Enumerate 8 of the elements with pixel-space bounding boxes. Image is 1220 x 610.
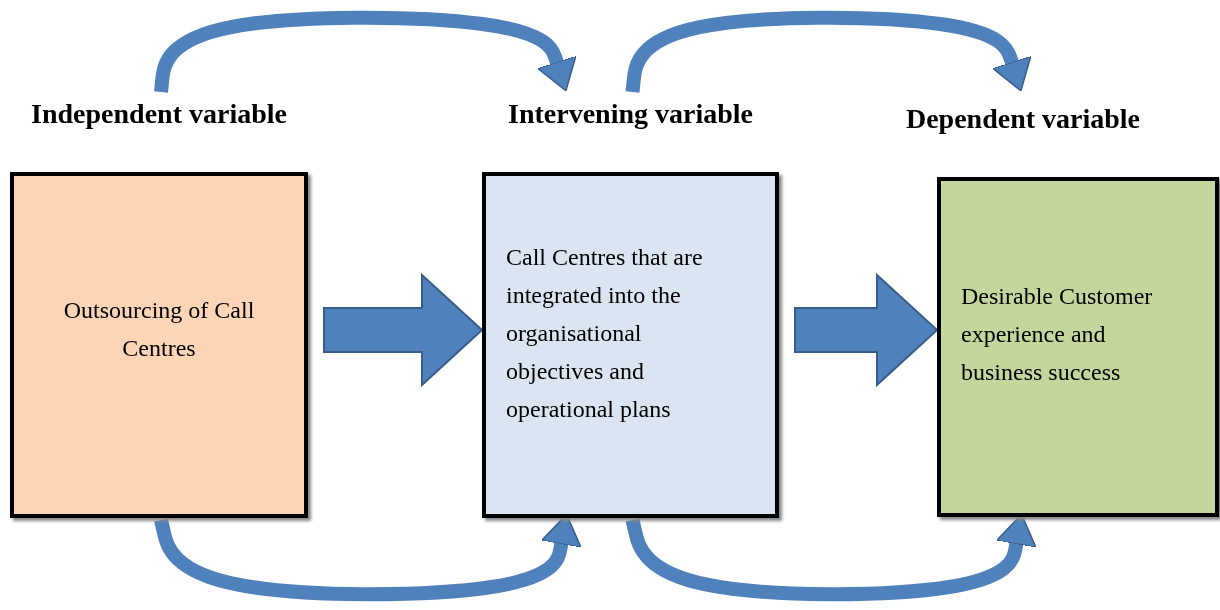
box-text: Outsourcing of Call Centres xyxy=(62,296,256,363)
arrow xyxy=(794,272,939,388)
variable-heading: Intervening variable xyxy=(508,98,753,130)
arrow xyxy=(323,272,484,388)
variable-heading: Dependent variable xyxy=(905,103,1141,135)
box-text: Call Centres that are integrated into the organisational objectives and operational plans xyxy=(506,243,704,424)
variable-heading: Independent variable xyxy=(31,98,287,130)
box-text: Desirable Customer experience and business success xyxy=(961,282,1154,387)
